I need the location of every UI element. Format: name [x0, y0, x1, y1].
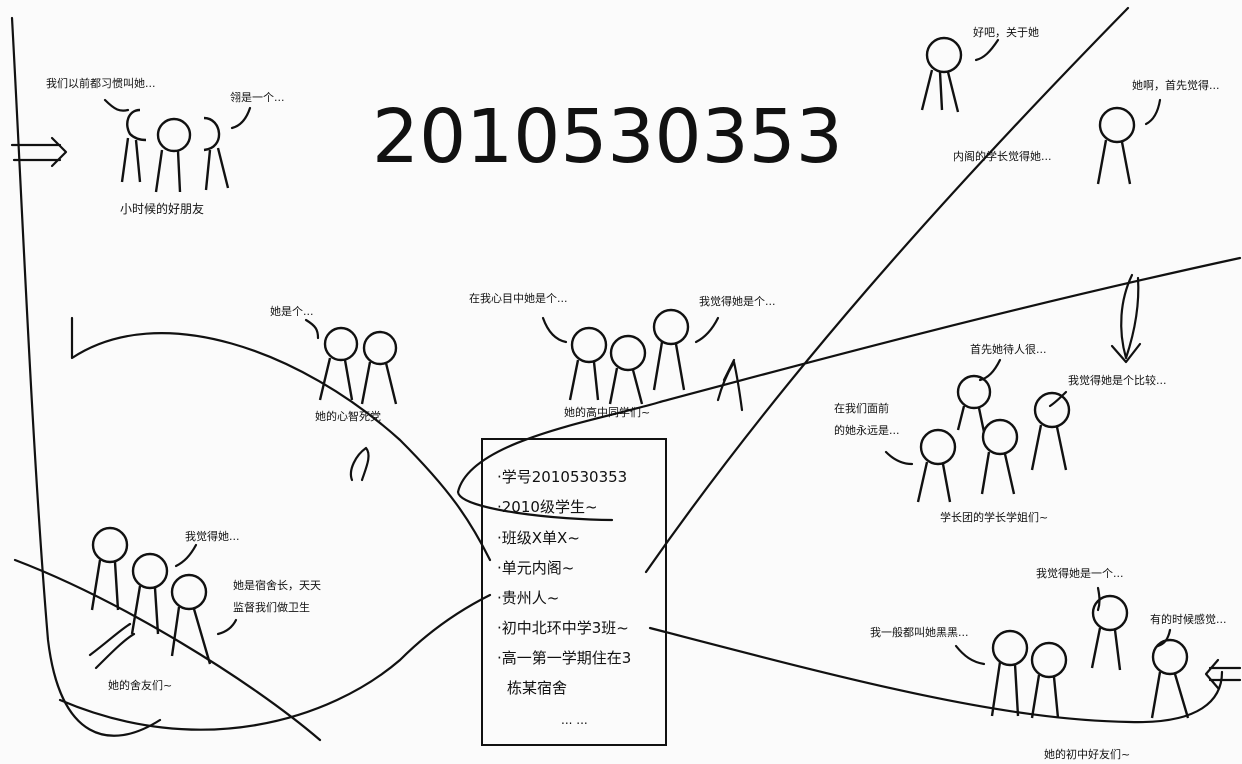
middleschool-bubble-3: 我一般都叫她黑黑... — [870, 626, 969, 639]
soulmate-caption: 她的心智死党 — [315, 410, 381, 423]
highschool-bubble-1: 在我心目中她是个... — [469, 292, 568, 305]
info-line-hometown: ·贵州人~ — [497, 589, 560, 607]
cabinet-bubble-1: 好吧，关于她 — [973, 26, 1039, 39]
soulmate-figures — [318, 326, 398, 405]
arrow-stroke-2 — [1110, 273, 1142, 364]
middleschool-caption: 她的初中好友们~ — [1044, 748, 1131, 761]
middleschool-bubble-2: 有的时候感觉... — [1150, 613, 1227, 626]
info-line-class: ·班级X单X~ — [497, 529, 580, 547]
wave-curve — [70, 316, 492, 562]
roommates-bubble-1: 我觉得她... — [185, 530, 240, 543]
roommates-caption: 她的舍友们~ — [108, 679, 173, 692]
arrow-stroke-3 — [349, 446, 370, 482]
seniors-bubble-4: 的她永远是... — [834, 424, 900, 437]
cabinet-figure-2 — [1096, 106, 1136, 185]
cabinet-bubble-2: 她啊，首先觉得... — [1132, 79, 1220, 92]
childhood-caption: 小时候的好朋友 — [120, 202, 205, 216]
seniors-figures — [916, 374, 1071, 503]
cabinet-figure-1 — [920, 36, 963, 113]
seniors-bubble-2: 我觉得她是个比较... — [1068, 374, 1167, 387]
highschool-caption: 她的高中同学们~ — [564, 406, 651, 419]
highschool-bubble-2: 我觉得她是个... — [699, 295, 776, 308]
roommates-bubble-3: 监督我们做卫生 — [233, 601, 310, 614]
arrow-stroke-5 — [88, 622, 136, 670]
lower-left-line — [13, 558, 322, 742]
arrow-stroke-1 — [10, 136, 68, 168]
seniors-bubble-3: 在我们面前 — [834, 402, 889, 415]
middleschool-bubble-1: 我觉得她是一个... — [1036, 567, 1124, 580]
soulmate-bubble-1: 她是个... — [270, 305, 314, 318]
seniors-caption: 学长团的学长学姐们~ — [940, 511, 1049, 524]
childhood-bubble-2: 翎是一个... — [230, 91, 285, 104]
arrow-stroke-4 — [716, 358, 744, 412]
roommates-figures — [90, 526, 212, 665]
long-line — [456, 256, 1242, 522]
childhood-figures — [120, 108, 230, 193]
info-line-ellipsis: ... ... — [561, 713, 588, 727]
arrow-stroke-6 — [1204, 658, 1242, 690]
cabinet-bubble-3: 内阁的学长觉得她... — [953, 150, 1052, 163]
roommates-bubble-2: 她是宿舍长，天天 — [233, 579, 321, 592]
roommates-curve — [58, 593, 492, 731]
seniors-bubble-1: 首先她待人很... — [970, 343, 1047, 356]
bottom-right-curve — [648, 626, 1224, 724]
highschool-figures — [568, 308, 690, 405]
info-line-student-number: ·学号2010530353 — [497, 468, 628, 486]
info-line-dorm-1: ·高一第一学期住在3 — [497, 649, 632, 667]
childhood-bubble-1: 我们以前都习惯叫她... — [46, 77, 156, 90]
info-line-grade: ·2010级学生~ — [497, 498, 598, 516]
left-edge-line — [10, 16, 162, 737]
info-line-middle-school: ·初中北环中学3班~ — [497, 619, 629, 637]
info-line-dorm-2: 栋某宿舍 — [507, 679, 568, 697]
profile-info-box: ·学号2010530353 ·2010级学生~ ·班级X单X~ ·单元内阁~ ·… — [481, 438, 667, 746]
student-id-title: 2010530353 — [372, 94, 843, 180]
middleschool-figures — [990, 594, 1190, 719]
info-line-unit: ·单元内阁~ — [497, 559, 575, 577]
diagonal-line — [644, 6, 1130, 574]
